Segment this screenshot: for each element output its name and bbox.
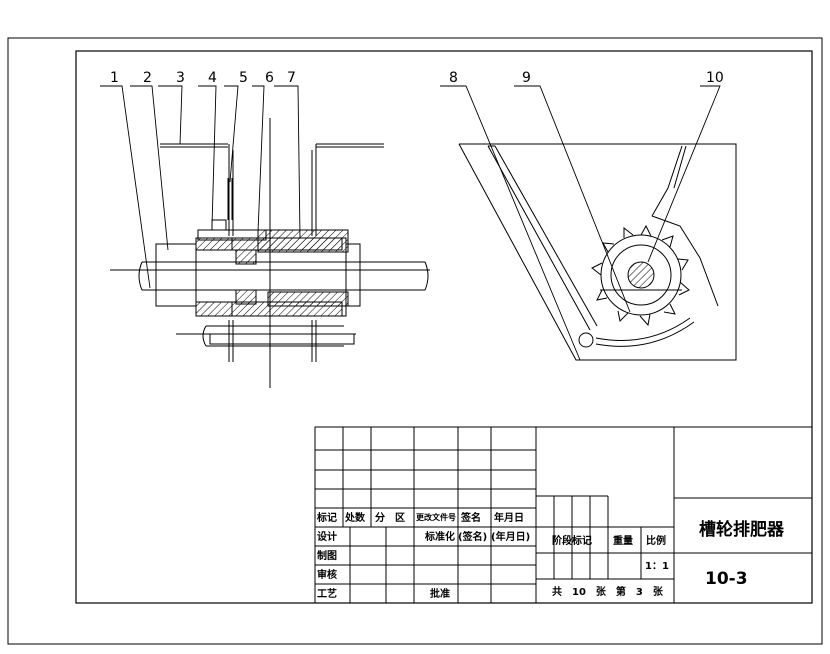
callout-5: 5 <box>239 70 248 86</box>
left-callout-labels: 1 2 3 4 5 6 7 <box>110 70 296 86</box>
tb-process: 工艺 <box>317 587 337 600</box>
tb-sign: 签名 <box>460 511 481 524</box>
tb-scale-label: 比例 <box>646 534 666 547</box>
drawing-number: 10-3 <box>705 569 748 589</box>
callout-1: 1 <box>110 70 119 86</box>
callout-7: 7 <box>287 70 296 86</box>
tb-date: 年月日 <box>494 511 524 524</box>
side-view <box>458 143 737 361</box>
title-block <box>314 426 813 604</box>
tb-weight: 重量 <box>613 534 633 547</box>
callout-10: 10 <box>706 70 724 86</box>
tb-design: 设计 <box>317 530 337 543</box>
outer-frame <box>7 37 823 645</box>
callout-3: 3 <box>176 70 185 86</box>
section-view <box>110 118 430 388</box>
tb-drafting: 制图 <box>317 549 337 562</box>
tb-sheets: 共 10 张 第 3 张 <box>552 585 664 598</box>
drawing-title: 槽轮排肥器 <box>699 519 785 540</box>
tb-count: 处数 <box>344 511 366 524</box>
left-leaders <box>100 85 301 289</box>
callout-9: 9 <box>522 70 531 86</box>
tb-standardize: 标准化 <box>424 530 455 543</box>
tb-sign-paren: (签名) <box>458 530 487 543</box>
right-leaders <box>440 85 721 361</box>
callout-4: 4 <box>208 70 217 86</box>
tb-scale-value: 1：1 <box>645 561 669 572</box>
tb-mark: 标记 <box>316 511 337 524</box>
tb-approve: 批准 <box>430 587 450 600</box>
callout-6: 6 <box>265 70 274 86</box>
callout-8: 8 <box>449 70 458 86</box>
tb-stage-mark: 阶段标记 <box>552 534 592 547</box>
title-block-text: 标记 处数 分 区 更改文件号 签名 年月日 设计 标准化 (签名) (年月日)… <box>316 511 785 600</box>
callout-2: 2 <box>143 70 152 86</box>
tb-change-doc: 更改文件号 <box>416 512 456 522</box>
tb-date-paren: (年月日) <box>491 530 530 543</box>
tb-review: 审核 <box>317 568 337 581</box>
tb-zone: 分 区 <box>375 511 405 524</box>
right-callout-labels: 8 9 10 <box>449 70 724 86</box>
